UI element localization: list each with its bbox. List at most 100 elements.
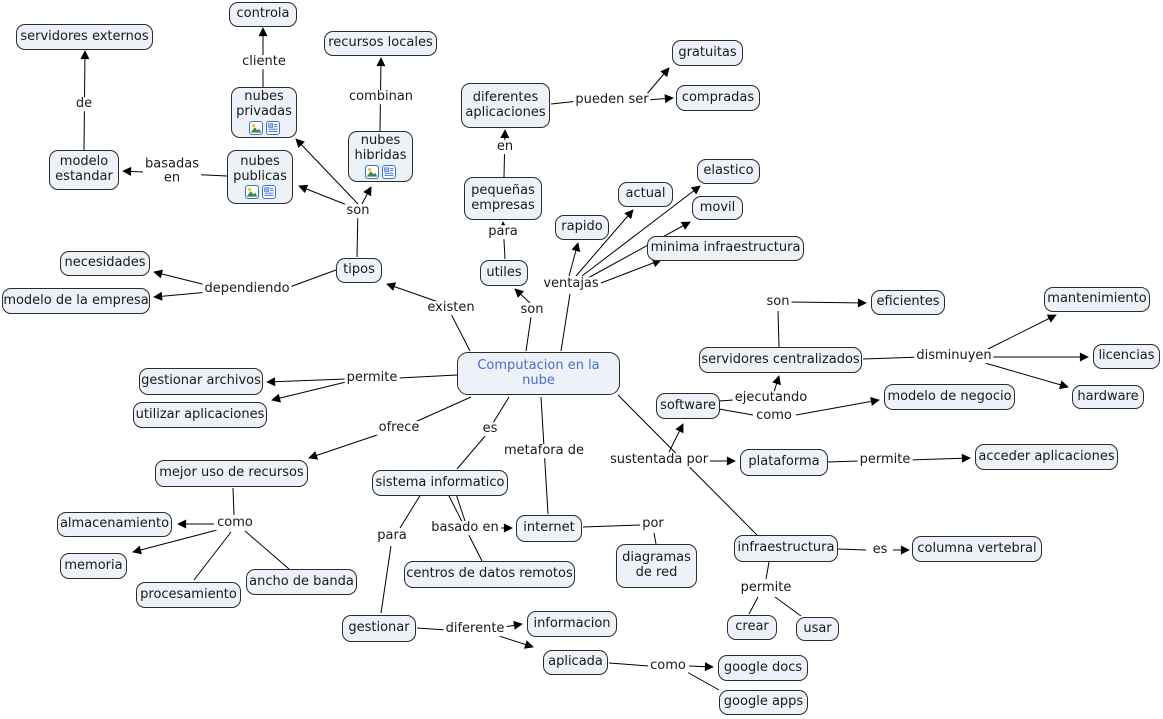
concept-node-hardware[interactable]: hardware (1072, 385, 1144, 409)
linking-phrase-ofrece[interactable]: ofrece (376, 420, 422, 436)
concept-node-tipos[interactable]: tipos (336, 258, 382, 283)
concept-node-servidores-centralizados[interactable]: servidores centralizados (699, 347, 862, 373)
concept-node-utiles[interactable]: utiles (480, 260, 528, 286)
concept-node-gratuitas[interactable]: gratuitas (672, 40, 743, 66)
concept-node-ancho-de-banda[interactable]: ancho de banda (246, 569, 357, 595)
concept-node-label: nubes hibridas (354, 133, 407, 163)
linking-phrase-es-sistema[interactable]: es (480, 421, 500, 437)
linking-phrase-en[interactable]: en (494, 139, 516, 155)
concept-node-memoria[interactable]: memoria (60, 553, 127, 579)
concept-node-compradas[interactable]: compradas (676, 85, 760, 111)
concept-node-licencias[interactable]: licencias (1093, 344, 1160, 369)
concept-node-software[interactable]: software (656, 393, 720, 419)
linking-phrase-ejecutando[interactable]: ejecutando (732, 390, 810, 406)
concept-node-label: elastico (703, 163, 754, 179)
concept-node-nubes-publicas[interactable]: nubes publicas (227, 150, 293, 204)
concept-node-crear[interactable]: crear (727, 615, 777, 640)
concept-node-diferentes-aplicaciones[interactable]: diferentes aplicaciones (461, 83, 550, 128)
linking-phrase-basadas-en[interactable]: basadas en (143, 156, 201, 185)
linking-phrase-dependiendo[interactable]: dependiendo (202, 281, 292, 297)
image-resource-icon[interactable] (248, 120, 263, 135)
concept-node-controla[interactable]: controla (229, 2, 297, 27)
concept-node-gestionar-archivos[interactable]: gestionar archivos (139, 368, 263, 395)
document-resource-icon[interactable] (265, 120, 280, 135)
concept-node-gestionar[interactable]: gestionar (342, 615, 416, 642)
concept-node-mantenimiento[interactable]: mantenimiento (1044, 287, 1150, 312)
linking-phrase-ventajas[interactable]: ventajas (541, 276, 601, 292)
linking-phrase-permite-archivos[interactable]: permite (344, 370, 400, 386)
document-resource-icon[interactable] (382, 164, 396, 179)
concept-node-recursos-locales[interactable]: recursos locales (324, 31, 437, 56)
linking-phrase-sustentada-por[interactable]: sustentada por (607, 452, 711, 468)
linking-phrase-son-utiles[interactable]: son (518, 302, 546, 318)
linking-phrase-existen[interactable]: existen (425, 300, 477, 316)
image-resource-icon[interactable] (365, 164, 379, 179)
linking-phrase-basado-en[interactable]: basado en (429, 520, 501, 536)
linking-phrase-por[interactable]: por (640, 516, 666, 532)
concept-node-label: mejor uso de recursos (159, 465, 304, 481)
concept-node-internet[interactable]: internet (516, 515, 582, 542)
concept-node-nubes-privadas[interactable]: nubes privadas (231, 87, 297, 138)
concept-node-movil[interactable]: movil (692, 196, 743, 220)
linking-phrase-diferente[interactable]: diferente (443, 621, 507, 637)
linking-phrase-para-sistema[interactable]: para (375, 528, 409, 544)
linking-phrase-como-aplicada[interactable]: como (648, 658, 688, 674)
concept-node-label: gratuitas (678, 44, 737, 60)
linking-phrase-pueden-ser[interactable]: pueden ser (573, 92, 651, 108)
concept-node-label: diagramas de red (622, 550, 691, 580)
linking-phrase-permite-infraestructura[interactable]: permite (738, 580, 794, 596)
concept-node-eficientes[interactable]: eficientes (871, 290, 945, 315)
concept-node-computacion-en-la-nube[interactable]: Computacion en la nube (457, 352, 620, 395)
linking-phrase-metafora-de[interactable]: metafora de (502, 443, 586, 459)
concept-node-servidores-externos[interactable]: servidores externos (16, 24, 153, 50)
concept-node-label: utiles (486, 264, 522, 280)
concept-node-infraestructura[interactable]: infraestructura (734, 535, 838, 562)
concept-node-label: controla (236, 6, 290, 22)
linking-phrase-combinan[interactable]: combinan (346, 89, 416, 105)
linking-phrase-disminuyen[interactable]: disminuyen (914, 348, 994, 364)
concept-node-informacion[interactable]: informacion (527, 611, 617, 637)
concept-node-mejor-uso-de-recursos[interactable]: mejor uso de recursos (155, 460, 308, 487)
concept-node-almacenamiento[interactable]: almacenamiento (57, 512, 172, 537)
concept-node-sistema-informatico[interactable]: sistema informatico (372, 470, 508, 496)
concept-node-plataforma[interactable]: plataforma (740, 449, 828, 476)
concept-node-modelo-de-la-empresa[interactable]: modelo de la empresa (2, 288, 150, 314)
concept-node-aplicada[interactable]: aplicada (543, 650, 608, 675)
linking-phrase-son-tipos[interactable]: son (344, 203, 372, 219)
concept-node-google-docs[interactable]: google docs (718, 655, 808, 681)
concept-node-centros-de-datos-remotos[interactable]: centros de datos remotos (404, 561, 575, 588)
concept-node-necesidades[interactable]: necesidades (60, 251, 150, 276)
linking-phrase-permite-plataforma[interactable]: permite (857, 452, 913, 468)
concept-node-google-apps[interactable]: google apps (719, 690, 808, 715)
concept-node-diagramas-de-red[interactable]: diagramas de red (616, 544, 697, 588)
concept-node-elastico[interactable]: elastico (697, 159, 760, 184)
concept-node-acceder-aplicaciones[interactable]: acceder aplicaciones (975, 444, 1118, 470)
linking-phrase-cliente[interactable]: cliente (240, 54, 288, 70)
linking-phrase-como-software[interactable]: como (754, 408, 794, 424)
concept-node-label: nubes publicas (233, 153, 287, 184)
concept-node-label: minima infraestructura (650, 240, 801, 256)
linking-phrase-como-recursos[interactable]: como (215, 515, 255, 531)
concept-node-label: software (660, 397, 716, 413)
concept-node-modelo-de-negocio[interactable]: modelo de negocio (884, 384, 1015, 410)
image-resource-icon[interactable] (244, 185, 259, 200)
linking-phrase-de[interactable]: de (73, 96, 95, 112)
linking-phrase-para-utiles[interactable]: para (486, 224, 520, 240)
document-resource-icon[interactable] (261, 185, 276, 200)
linking-phrase-son-servidores[interactable]: son (764, 294, 792, 310)
concept-node-usar[interactable]: usar (796, 617, 839, 641)
concept-node-modelo-estandar[interactable]: modelo estandar (49, 150, 119, 190)
concept-node-procesamiento[interactable]: procesamiento (136, 582, 241, 608)
linking-phrase-es-infraestructura[interactable]: es (870, 542, 890, 558)
concept-node-columna-vertebral[interactable]: columna vertebral (912, 536, 1042, 562)
concept-node-label: gestionar archivos (141, 373, 261, 389)
concept-node-minima-infraestructura[interactable]: minima infraestructura (647, 236, 804, 261)
concept-node-pequenas-empresas[interactable]: pequeñas empresas (464, 177, 542, 220)
concept-node-utilizar-aplicaciones[interactable]: utilizar aplicaciones (133, 402, 267, 428)
concept-node-label: modelo de la empresa (3, 292, 149, 308)
concept-node-label: necesidades (64, 255, 146, 271)
concept-node-actual[interactable]: actual (618, 182, 673, 207)
concept-node-rapido[interactable]: rapido (555, 215, 609, 240)
concept-node-nubes-hibridas[interactable]: nubes hibridas (348, 131, 413, 182)
concept-node-label: servidores centralizados (701, 351, 860, 367)
